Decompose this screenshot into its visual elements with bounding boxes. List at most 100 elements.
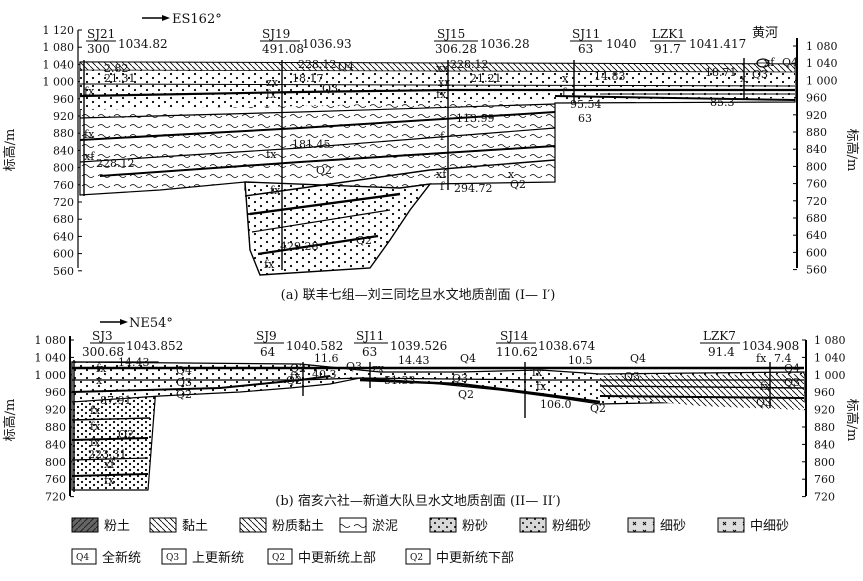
axis-tick-label: 760: [806, 178, 827, 191]
borehole-id: SJ9: [256, 329, 277, 343]
borehole-elevation: 1040.582: [286, 339, 343, 353]
strata-label: Q2: [286, 374, 302, 387]
axis-tick-label: 680: [806, 212, 827, 225]
strata-label: Q3: [756, 396, 772, 409]
strata-label: Q3: [346, 360, 362, 373]
legend: 粉土 黏土 粉质黏土 淤泥 粉砂 粉细砂 细砂 中细砂: [71, 517, 789, 566]
strata-label: Q3: [322, 82, 338, 95]
direction-label-a: ES162°: [172, 12, 222, 27]
depth-label: 223.31: [88, 448, 127, 461]
axis-tick-label: 720: [814, 491, 835, 504]
borehole-elevation: 1034.908: [742, 339, 799, 353]
legend-strata-middle-pleistocene-upper: Q2 中更新统上部: [267, 548, 376, 566]
lithology-label: xf: [764, 56, 775, 69]
axis-tick-label: 800: [814, 456, 835, 469]
axis-tick-label: 840: [814, 438, 835, 451]
legend-label: 粉土: [104, 519, 130, 534]
depth-label: 113.99: [456, 112, 495, 125]
legend-label: 细砂: [660, 519, 686, 534]
axis-tick-label: 640: [53, 230, 74, 243]
legend-label: 粉细砂: [552, 519, 591, 534]
depth-label: 14.43: [118, 356, 150, 369]
lithology-label: xf: [436, 168, 447, 181]
axis-tick-label: 1 040: [43, 58, 75, 71]
borehole-sj15: SJ15 306.28 1036.28: [434, 27, 530, 56]
depth-label: 40.3: [312, 368, 337, 381]
depth-label: 294.72: [454, 182, 493, 195]
depth-label: 181.45: [292, 138, 331, 151]
borehole-elevation: 1036.93: [302, 37, 352, 51]
depth-label: 14.83: [594, 70, 626, 83]
borehole-lzk1: LZK1 91.7 1041.417: [650, 27, 746, 56]
depth-label: 51.33: [384, 374, 416, 387]
axis-tick-label: 800: [806, 160, 827, 173]
depth-label: 228.12: [298, 58, 337, 71]
axis-tick-label: 720: [45, 491, 66, 504]
axis-tick-label: 680: [53, 213, 74, 226]
depth-label: 228.12: [450, 58, 489, 71]
axis-tick-label: 800: [53, 162, 74, 175]
lithology-label: xf: [84, 150, 95, 163]
direction-arrow-b: NE54°: [100, 316, 173, 331]
axis-tick-label: 1 080: [814, 334, 846, 347]
lithology-label: fx: [436, 88, 447, 101]
depth-label: 21.21: [470, 72, 502, 85]
lithology-label: x: [562, 72, 569, 85]
depth-label: 429.28: [280, 240, 319, 253]
depth-label: 228.12: [96, 157, 135, 170]
axis-tick-label: 920: [814, 404, 835, 417]
lithology-label: fx: [266, 148, 277, 161]
axis-tick-label: 1 040: [814, 351, 846, 364]
lithology-label: fx: [290, 370, 301, 383]
profile-labels-b: 14.43 87.91 223.31 11.6 40.3 14.43 51.33…: [88, 352, 800, 487]
axis-tick-label: 840: [45, 438, 66, 451]
profile-labels-a: 2.82 21.31 228.12 228.12 18.17 228.12 21…: [84, 56, 798, 271]
borehole-id: SJ11: [572, 27, 600, 41]
borehole-depth: 63: [578, 42, 593, 56]
axis-tick-label: 920: [45, 404, 66, 417]
depth-label: 2.82: [104, 62, 129, 75]
borehole-elevation: 1040: [606, 37, 637, 51]
y-axis-label-a-right: 标高/m: [844, 129, 860, 172]
borehole-sj19: SJ19 491.08 1036.93: [260, 27, 352, 56]
axis-tick-label: 1 000: [806, 74, 838, 87]
strata-label: Q2: [316, 164, 332, 177]
axis-tick-label: 960: [814, 386, 835, 399]
borehole-sj11-b: SJ11 63 1039.526: [354, 329, 447, 359]
lithology-label: fx: [756, 352, 767, 365]
borehole-sj14: SJ14 110.62 1038.674: [496, 329, 596, 359]
axis-tick-label: 1 040: [35, 351, 67, 364]
borehole-id: SJ19: [262, 27, 290, 41]
axis-tick-label: 1 080: [35, 334, 67, 347]
axis-tick-label: 1 080: [806, 40, 838, 53]
strata-label: Q4: [460, 352, 476, 365]
lithology-label: f: [440, 180, 445, 193]
strata-label: Q2: [510, 178, 526, 191]
legend-strata-middle-pleistocene-lower: Q2 中更新统下部: [405, 548, 514, 566]
depth-label: 18.71: [705, 66, 737, 79]
direction-label-b: NE54°: [129, 316, 173, 331]
legend-item-silty-clay: 粉质黏土: [239, 517, 324, 534]
borehole-depth: 63: [362, 345, 377, 359]
axis-tick-label: 600: [53, 248, 74, 261]
caption-b: (b) 宿亥六社—新道大队旦水文地质剖面 (II— II′): [275, 493, 561, 509]
borehole-depth: 491.08: [262, 42, 304, 56]
legend-label: 中更新统下部: [436, 550, 514, 566]
legend-label: 全新统: [102, 550, 141, 566]
lithology-label: x: [96, 374, 103, 387]
axis-tick-label: 880: [45, 421, 66, 434]
lithology-label: fx: [270, 184, 281, 197]
strata-symbol: Q2: [272, 553, 285, 563]
lithology-label: fx: [264, 258, 275, 271]
strata-symbol: Q4: [76, 553, 89, 563]
depth-label: 14.43: [398, 354, 430, 367]
strata-label: Q4: [630, 352, 646, 365]
axis-tick-label: 560: [53, 265, 74, 278]
axis-tick-label: 960: [45, 386, 66, 399]
depth-label: 18.17: [292, 72, 324, 85]
lithology-label: fx: [532, 366, 543, 379]
lithology-label: zx: [372, 362, 385, 375]
legend-label: 中细砂: [750, 519, 789, 534]
